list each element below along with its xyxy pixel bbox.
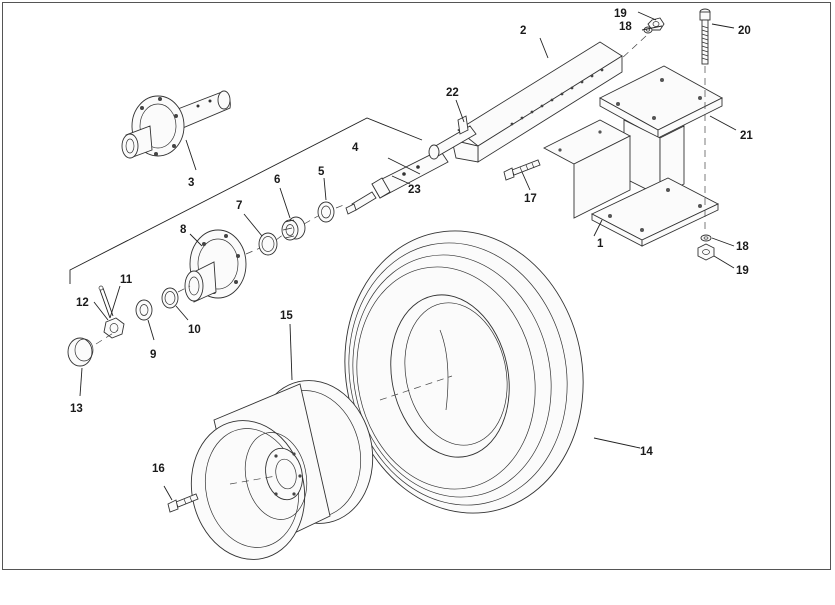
part-spindle (345, 149, 449, 215)
callout-1: 1 (597, 238, 604, 250)
callout-14: 14 (640, 446, 653, 458)
part-dust-cap-13 (67, 337, 94, 367)
callout-9: 9 (150, 349, 156, 361)
part-cup-7 (258, 232, 278, 256)
part-tire-14 (344, 230, 584, 514)
part-cup-10 (161, 287, 179, 309)
part-mounting-arm (451, 41, 623, 163)
callout-18-bottom: 18 (736, 241, 749, 253)
part-cotter-pin-12 (98, 285, 114, 319)
part-mounting-bracket (543, 65, 723, 247)
part-hub-8 (184, 229, 247, 303)
part-bearing-9 (135, 299, 153, 321)
part-bolt-20 (699, 8, 711, 65)
part-wheel-rim-15 (190, 380, 374, 560)
callout-15: 15 (280, 310, 293, 322)
callout-19-top: 19 (614, 8, 627, 20)
callout-12: 12 (76, 297, 89, 309)
callout-5: 5 (318, 166, 325, 178)
callout-10: 10 (188, 324, 201, 336)
axle-centerline (95, 203, 347, 345)
callout-21: 21 (740, 130, 753, 142)
callout-4: 4 (352, 142, 359, 154)
callout-16: 16 (152, 463, 165, 475)
callout-23: 23 (408, 184, 421, 196)
callout-18-top: 18 (619, 21, 632, 33)
callout-11: 11 (120, 274, 133, 286)
callout-20: 20 (738, 25, 751, 37)
callout-8: 8 (180, 224, 187, 236)
part-seal-5 (317, 201, 335, 223)
callout-3: 3 (188, 177, 194, 189)
callout-19-bottom: 19 (736, 265, 749, 277)
part-bolt-17 (503, 159, 541, 181)
part-washer-18-bottom (700, 234, 712, 242)
callout-13: 13 (70, 403, 83, 415)
callout-6: 6 (274, 174, 280, 186)
part-nut-19-bottom (697, 243, 715, 261)
axis-line-top-nut (619, 35, 647, 61)
part-lug-bolt-16 (167, 493, 199, 513)
part-nut-19-top (647, 17, 665, 31)
assembly-bracket-line (69, 117, 423, 284)
leader-lines (79, 11, 737, 501)
part-pin-22 (428, 115, 477, 160)
part-bearing-6 (281, 216, 306, 241)
callout-7: 7 (236, 200, 242, 212)
part-castle-nut-11 (103, 317, 125, 339)
drawing-frame (2, 2, 831, 570)
callout-17: 17 (524, 193, 537, 205)
part-hub-spindle-assembly (121, 90, 231, 159)
callout-2: 2 (520, 25, 526, 37)
callout-22: 22 (446, 87, 459, 99)
callout-labels: 1 2 3 4 5 6 7 8 9 10 11 12 13 14 15 16 1… (70, 8, 753, 475)
